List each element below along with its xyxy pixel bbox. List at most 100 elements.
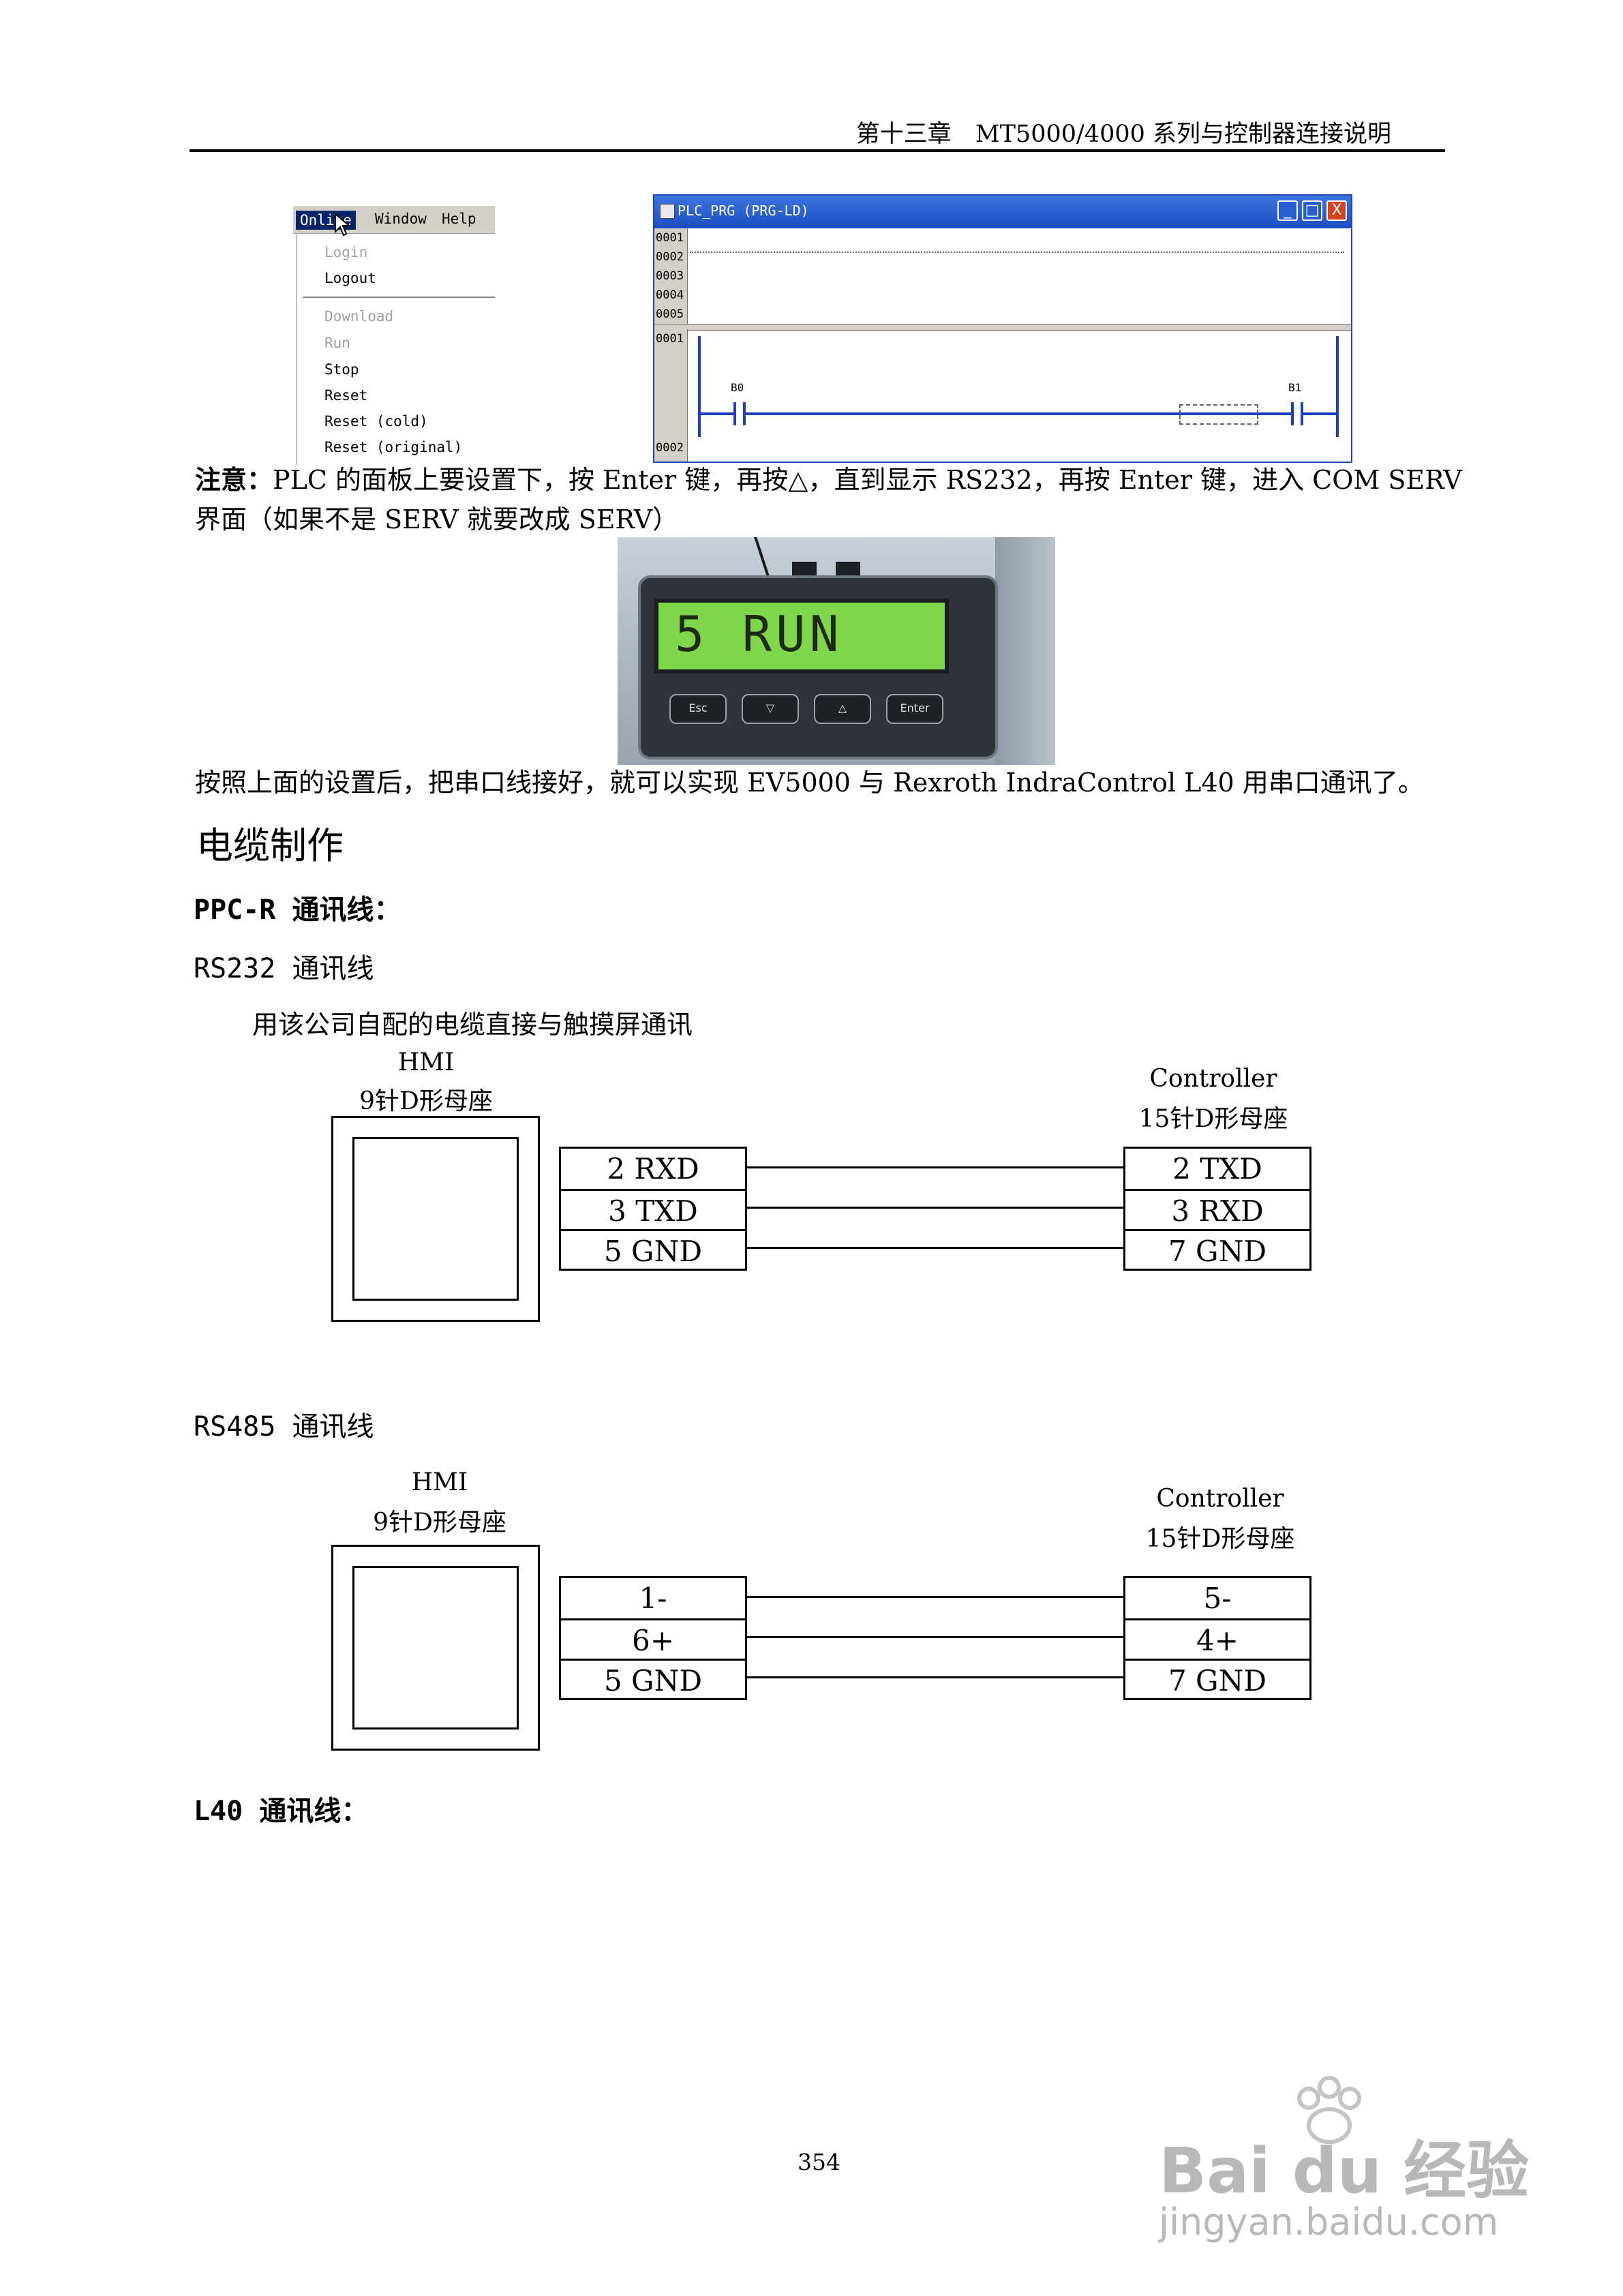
rs485-hmi-connector-outline	[331, 1545, 540, 1751]
menu-item-run[interactable]: Run	[324, 335, 350, 351]
wire	[747, 1596, 1123, 1598]
page-header-title: 第十三章 MT5000/4000 系列与控制器连接说明	[855, 121, 1391, 148]
watermark-brand: Bai du 经验	[1159, 2134, 1530, 2207]
pin-label: 5-	[1203, 1582, 1232, 1615]
menu-item-reset-cold[interactable]: Reset (cold)	[324, 413, 428, 429]
window-titlebar: PLC_PRG (PRG-LD) _ □ X	[654, 196, 1351, 228]
up-button: △	[814, 694, 871, 724]
ladder-right-rail	[1336, 336, 1339, 437]
contact-label-b0: B0	[731, 381, 744, 394]
connector-inner	[352, 1137, 519, 1301]
lcd-text: 5 RUN	[675, 605, 843, 663]
rs232-title: RS232 通讯线	[194, 953, 374, 984]
line-number: 0002	[656, 250, 684, 264]
watermark-url: jingyan.baidu.com	[1159, 2201, 1499, 2244]
declaration-line-numbers: 0001 0002 0003 0004 0005	[654, 228, 688, 324]
header-rule	[189, 149, 1445, 152]
rs232-hmi-label: HMI	[397, 1048, 455, 1076]
esc-button: Esc	[669, 694, 727, 724]
pin-label: 6+	[561, 1618, 745, 1659]
paw-logo-icon	[1297, 2076, 1361, 2144]
ladder-left-rail	[698, 336, 701, 437]
enter-button: Enter	[886, 694, 943, 724]
line-number: 0003	[656, 269, 684, 283]
rs232-subtitle: 用该公司自配的电缆直接与触摸屏通讯	[252, 1010, 693, 1040]
rs485-hmi-connector: 9针D形母座	[373, 1509, 506, 1537]
pin-label: 5 GND	[561, 1229, 745, 1270]
rs232-hmi-connector-outline	[331, 1116, 540, 1322]
pin-label: 3 RXD	[1125, 1189, 1309, 1230]
note-line-2: 界面（如果不是 SERV 就要改成 SERV）	[195, 504, 679, 534]
window-icon	[660, 204, 675, 219]
maximize-button[interactable]: □	[1302, 200, 1322, 221]
connector-inner	[352, 1566, 519, 1729]
declaration-dotted-line	[690, 252, 1344, 253]
rs232-ctrl-label: Controller	[1149, 1065, 1277, 1093]
menu-help[interactable]: Help	[442, 211, 476, 227]
coil-b1[interactable]	[1291, 402, 1303, 425]
plc-panel-photo: 5 RUN Esc ▽ △ Enter	[618, 537, 1055, 765]
rs485-hmi-pins: 1- 6+ 5 GND	[559, 1576, 747, 1700]
panel-side	[995, 537, 1055, 765]
note-label: 注意：	[195, 464, 273, 495]
rs485-hmi-label: HMI	[411, 1468, 468, 1496]
plc-prg-window: PLC_PRG (PRG-LD) _ □ X 0001 0002 0003 00…	[653, 194, 1352, 463]
code-line-numbers: 0001 0002	[654, 329, 688, 462]
wire	[747, 1207, 1123, 1209]
pin-label: 2 RXD	[607, 1152, 699, 1185]
rs232-ctrl-pins: 2 TXD 3 RXD 7 GND	[1123, 1147, 1311, 1271]
rs232-ctrl-connector: 15针D形母座	[1138, 1105, 1288, 1133]
ppcr-title: PPC-R 通讯线：	[194, 894, 401, 926]
contact-label-b1: B1	[1288, 381, 1302, 394]
note-line-1: 注意：PLC 的面板上要设置下，按 Enter 键，再按△，直到显示 RS232…	[195, 461, 1462, 499]
section-title: 电缆制作	[196, 824, 344, 867]
pin-label: 4+	[1125, 1618, 1309, 1659]
menu-window[interactable]: Window	[375, 211, 427, 227]
editor-splitter[interactable]	[654, 324, 1351, 331]
menu-item-stop[interactable]: Stop	[324, 361, 359, 378]
menu-separator	[303, 297, 495, 298]
contact-b0[interactable]	[733, 402, 746, 425]
menu-item-logout[interactable]: Logout	[324, 270, 376, 286]
instruction-text: 按照上面的设置后，把串口线接好，就可以实现 EV5000 与 Rexroth I…	[195, 768, 1424, 798]
wire	[747, 1636, 1123, 1638]
lcd-display: 5 RUN	[654, 599, 949, 674]
pin-label: 2 TXD	[1172, 1152, 1262, 1185]
menu-item-reset-original[interactable]: Reset (original)	[324, 439, 463, 455]
line-number: 0001	[656, 332, 684, 346]
selection-box	[1179, 404, 1258, 425]
rs232-hmi-pins: 2 RXD 3 TXD 5 GND	[559, 1147, 747, 1271]
l40-title: L40 通讯线：	[194, 1796, 369, 1827]
line-number: 0001	[656, 231, 684, 245]
rs485-ctrl-connector: 15针D形母座	[1145, 1525, 1295, 1553]
menu-item-login[interactable]: Login	[324, 244, 368, 260]
rs485-ctrl-pins: 5- 4+ 7 GND	[1123, 1576, 1311, 1700]
menu-item-reset[interactable]: Reset	[324, 387, 368, 404]
menubar: Online Window Help	[293, 206, 495, 234]
menu-left-border	[296, 233, 297, 465]
pin-label: 3 TXD	[561, 1189, 745, 1230]
online-menu-screenshot: Online Window Help Login Logout Download…	[293, 206, 498, 465]
pin-label: 5 GND	[561, 1659, 745, 1700]
wire	[747, 1247, 1123, 1249]
menu-item-download[interactable]: Download	[324, 308, 394, 324]
rs232-hmi-connector: 9针D形母座	[359, 1087, 493, 1115]
pin-label: 7 GND	[1125, 1229, 1309, 1270]
down-button: ▽	[742, 694, 799, 724]
pin-label: 1-	[639, 1582, 667, 1615]
note-text: PLC 的面板上要设置下，按 Enter 键，再按△，直到显示 RS232，再按…	[273, 465, 1462, 495]
window-title: PLC_PRG (PRG-LD)	[678, 202, 809, 219]
rs485-ctrl-label: Controller	[1156, 1485, 1284, 1513]
wire	[747, 1676, 1123, 1678]
close-button[interactable]: X	[1326, 200, 1347, 221]
rs485-title: RS485 通讯线	[194, 1411, 374, 1442]
page-number: 354	[798, 2149, 840, 2175]
mouse-cursor-icon	[335, 213, 350, 237]
line-number: 0005	[656, 307, 684, 321]
wire	[747, 1166, 1123, 1168]
line-number: 0004	[656, 288, 684, 302]
minimize-button[interactable]: _	[1277, 200, 1298, 221]
pin-label: 7 GND	[1125, 1659, 1309, 1700]
ladder-rung	[699, 412, 1336, 415]
line-number: 0002	[656, 441, 684, 455]
